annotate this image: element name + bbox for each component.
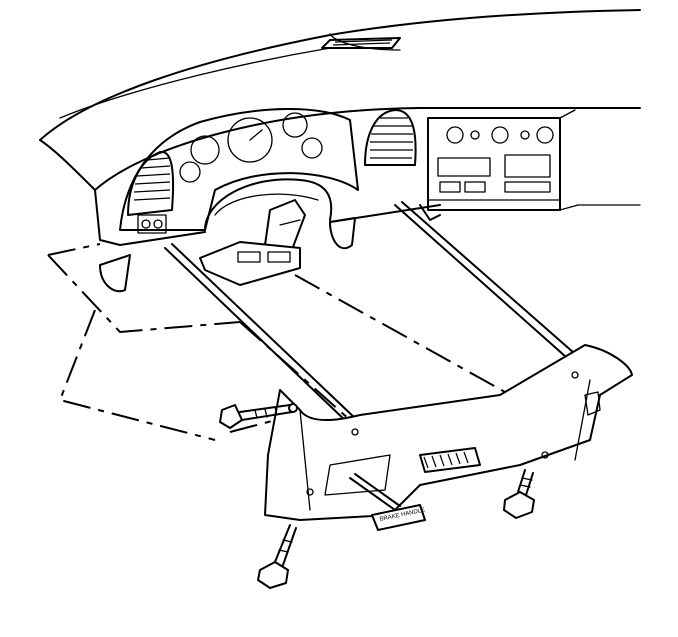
hvac-knob-right (536, 126, 554, 144)
headlamp-switch (137, 214, 167, 234)
center-mounting-bracket (329, 217, 356, 250)
left-gauge (190, 135, 220, 165)
instrument-cluster (119, 108, 359, 231)
steering-column-bracket (199, 199, 306, 286)
knee-bolster-panel (264, 344, 633, 521)
left-mounting-bracket (99, 254, 131, 293)
brake-release-handle: BRAKE HANDLE (349, 473, 426, 531)
dashboard-top (39, 9, 641, 191)
hvac-knob-center (491, 126, 509, 144)
radio-screen (504, 154, 551, 178)
bolt-lower-left (257, 524, 297, 589)
bolt-upper-left (219, 403, 298, 429)
speedometer-gauge (227, 117, 273, 163)
defroster-vent (321, 37, 401, 49)
alignment-lines (47, 243, 506, 441)
right-lower-gauge (301, 137, 323, 159)
hvac-knob-left (446, 126, 464, 144)
left-air-vent (127, 150, 175, 234)
bolt-lower-right (503, 469, 535, 519)
right-upper-gauge (282, 112, 308, 138)
knee-bolster-vent (419, 447, 481, 473)
right-mounting-bracket (419, 204, 441, 221)
radio-display (437, 157, 491, 177)
fastener-right-side (584, 391, 601, 416)
left-lower-gauge (179, 161, 201, 183)
dash-lower-edge (94, 189, 441, 293)
right-air-vent (364, 109, 417, 166)
center-stack (427, 109, 641, 211)
